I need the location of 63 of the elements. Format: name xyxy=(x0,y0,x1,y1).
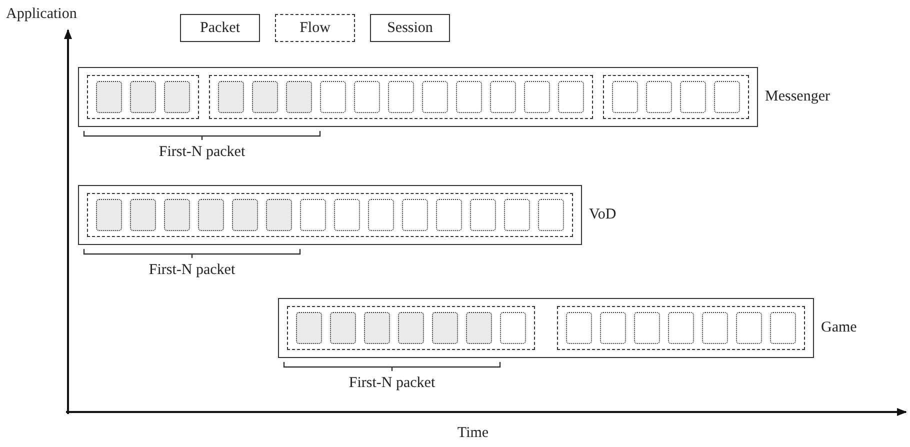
axis-label: Time xyxy=(457,425,489,442)
packet-box xyxy=(320,81,346,113)
packet-box xyxy=(702,312,728,344)
packet-box xyxy=(558,81,584,113)
packet-box xyxy=(164,81,190,113)
packet-box xyxy=(330,312,356,344)
legend-item: Session xyxy=(370,14,450,42)
packet-box xyxy=(388,81,414,113)
packet-box xyxy=(470,199,496,231)
packet-box xyxy=(736,312,762,344)
packet-box xyxy=(714,81,740,113)
packet-box xyxy=(612,81,638,113)
session-label: VoD xyxy=(589,206,616,224)
packet-box xyxy=(524,81,550,113)
packet-box xyxy=(300,199,326,231)
packet-box xyxy=(646,81,672,113)
flow-box xyxy=(87,75,199,119)
packet-box xyxy=(286,81,312,113)
packet-box xyxy=(354,81,380,113)
flow-box xyxy=(603,75,749,119)
packet-box xyxy=(266,199,292,231)
packet-box xyxy=(232,199,258,231)
packet-box xyxy=(218,81,244,113)
packet-box xyxy=(466,312,492,344)
packet-box xyxy=(334,199,360,231)
packet-box xyxy=(96,199,122,231)
packet-box xyxy=(422,81,448,113)
packet-box xyxy=(500,312,526,344)
packet-box xyxy=(198,199,224,231)
packet-box xyxy=(680,81,706,113)
packet-box xyxy=(668,312,694,344)
packet-box xyxy=(600,312,626,344)
bracket-label: First-N packet xyxy=(348,375,436,392)
packet-box xyxy=(504,199,530,231)
packet-box xyxy=(402,199,428,231)
flow-box xyxy=(287,306,535,350)
packet-box xyxy=(130,199,156,231)
packet-box xyxy=(456,81,482,113)
packet-box xyxy=(566,312,592,344)
packet-box xyxy=(364,312,390,344)
packet-box xyxy=(634,312,660,344)
legend-item: Flow xyxy=(275,14,355,42)
packet-box xyxy=(538,199,564,231)
flow-box xyxy=(87,193,573,237)
packet-box xyxy=(490,81,516,113)
bracket-label: First-N packet xyxy=(158,144,246,161)
packet-box xyxy=(432,312,458,344)
axis-label: Application xyxy=(6,6,77,23)
packet-box xyxy=(130,81,156,113)
bracket-label: First-N packet xyxy=(148,262,236,279)
flow-box xyxy=(557,306,805,350)
packet-box xyxy=(252,81,278,113)
legend-item: Packet xyxy=(180,14,260,42)
packet-box xyxy=(164,199,190,231)
session-label: Messenger xyxy=(765,88,830,106)
packet-box xyxy=(398,312,424,344)
packet-box xyxy=(296,312,322,344)
packet-box xyxy=(436,199,462,231)
session-label: Game xyxy=(821,320,857,336)
packet-box xyxy=(368,199,394,231)
flow-box xyxy=(209,75,593,119)
packet-box xyxy=(770,312,796,344)
packet-box xyxy=(96,81,122,113)
